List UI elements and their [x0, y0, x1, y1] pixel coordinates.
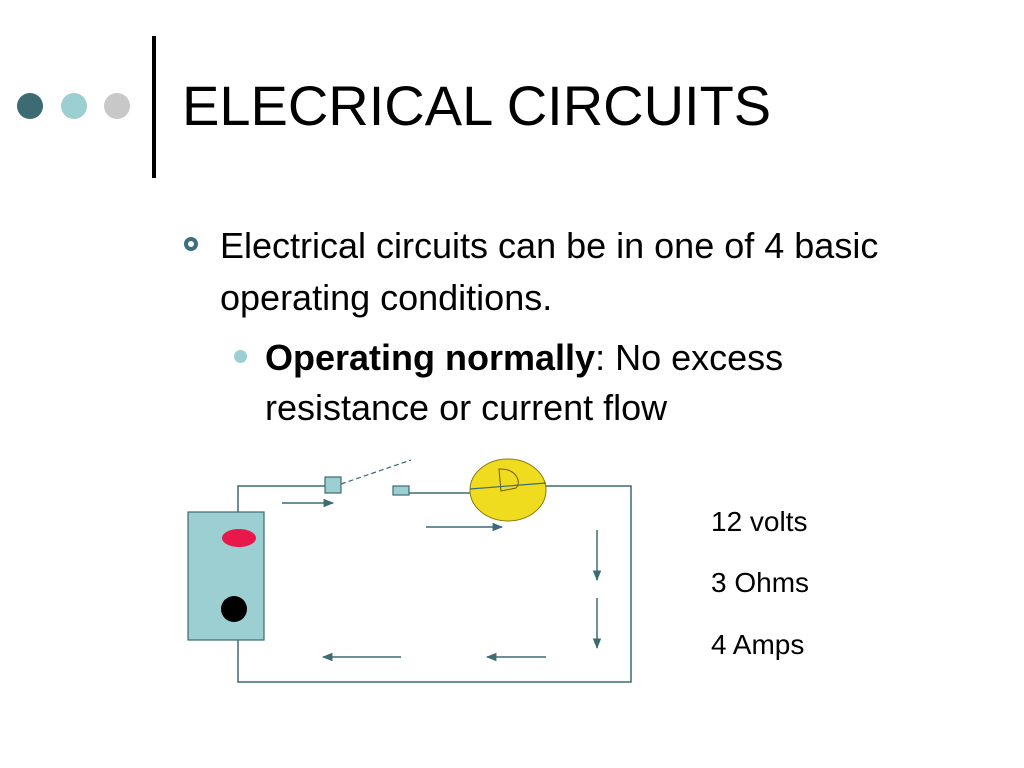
current-label: 4 Amps: [711, 629, 805, 660]
sub-bullet-dot-icon: [234, 350, 247, 363]
decor-dot-mid: [61, 93, 87, 119]
title-divider: [152, 36, 156, 178]
bulb-wire-through: [469, 482, 547, 490]
bullet-ring-icon: [184, 237, 198, 251]
bulb-filament-icon: [498, 468, 519, 492]
sub-bullet-text: Operating normally: No excess resistance…: [265, 333, 885, 433]
battery-negative-terminal: [221, 596, 247, 622]
battery-positive-terminal: [222, 529, 256, 547]
decor-dot-light: [104, 93, 130, 119]
slide-title: ELECRICAL CIRCUITS: [182, 74, 772, 137]
battery-icon: [187, 511, 265, 641]
sub-bullet-description: : No excess resistance or current flow: [265, 337, 784, 428]
voltage-label: 12 volts: [711, 506, 808, 537]
wire-right-bottom: [237, 485, 632, 683]
current-flow-arrows: [282, 498, 602, 662]
resistance-label: 3 Ohms: [711, 567, 810, 598]
decor-dot-dark: [17, 93, 43, 119]
sub-bullet-bold-term: Operating normally: [265, 337, 596, 378]
switch-contact: [392, 485, 410, 496]
circuit-wires: [237, 485, 632, 683]
switch-pivot: [324, 476, 342, 494]
switch-blade-open: [340, 459, 412, 485]
main-bullet-text: Electrical circuits can be in one of 4 b…: [220, 225, 879, 318]
wire-top-left: [237, 485, 325, 512]
